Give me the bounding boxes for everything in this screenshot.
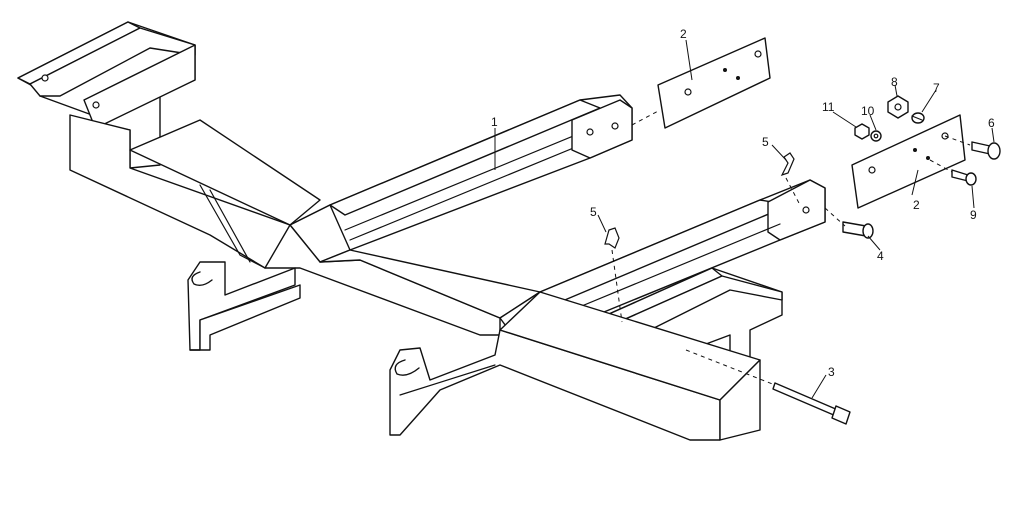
right-cross-rail bbox=[499, 179, 826, 346]
part-3-long-bolt bbox=[772, 382, 851, 425]
callout-2-lower: 2 bbox=[913, 198, 920, 212]
left-frame-rail bbox=[69, 114, 321, 269]
callout-5-lower: 5 bbox=[590, 205, 597, 219]
upper-cross-rail bbox=[289, 94, 633, 263]
left-bracket bbox=[17, 21, 196, 169]
part-5-clip-lower bbox=[604, 227, 620, 249]
part-11-nut bbox=[854, 123, 870, 140]
part-10-washer bbox=[870, 130, 882, 142]
part-7-lock-washer bbox=[911, 112, 925, 124]
callout-1: 1 bbox=[491, 115, 498, 129]
part-5-clip-upper bbox=[780, 152, 795, 177]
callout-5-upper: 5 bbox=[762, 135, 769, 149]
front-lower-member bbox=[389, 291, 761, 441]
part-8-nut bbox=[887, 95, 909, 119]
callout-8: 8 bbox=[891, 75, 898, 89]
part-2-upper-plate bbox=[657, 37, 771, 129]
callout-6: 6 bbox=[988, 116, 995, 130]
center-receiver bbox=[264, 204, 541, 336]
callout-9: 9 bbox=[970, 208, 977, 222]
callout-7: 7 bbox=[933, 81, 940, 95]
assembly-lines bbox=[611, 109, 971, 386]
callout-3: 3 bbox=[828, 365, 835, 379]
callout-labels: 1 2 2 3 4 5 5 6 7 8 9 10 11 bbox=[491, 27, 995, 379]
part-6-bolt bbox=[971, 141, 1001, 160]
callout-10: 10 bbox=[861, 104, 875, 118]
callout-4: 4 bbox=[877, 249, 884, 263]
part-2-lower-plate bbox=[851, 114, 966, 209]
callout-2-upper: 2 bbox=[680, 27, 687, 41]
part-9-bolt bbox=[951, 169, 977, 186]
callout-11: 11 bbox=[822, 100, 835, 114]
callout-leaders bbox=[494, 39, 995, 399]
part-4-pin bbox=[842, 221, 874, 239]
left-lower-plate bbox=[187, 261, 301, 351]
